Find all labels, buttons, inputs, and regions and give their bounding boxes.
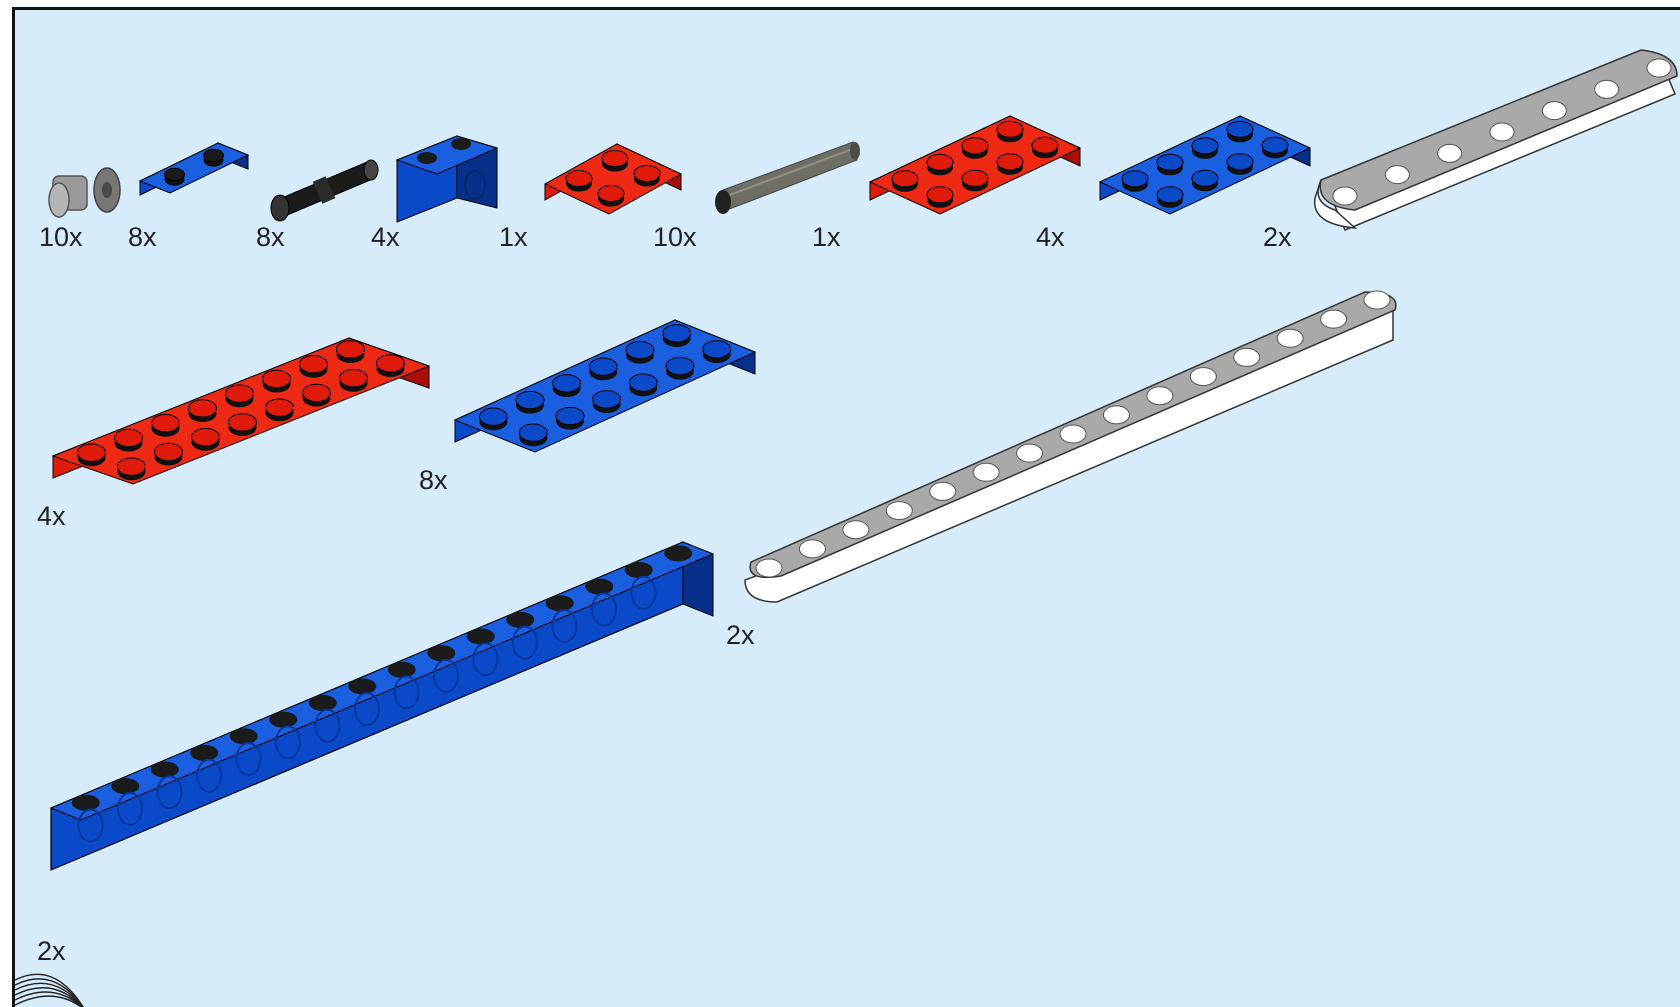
red-plate-2x8-icon bbox=[51, 337, 431, 485]
qty-label: 4x bbox=[1036, 222, 1065, 252]
grey-axle-icon bbox=[715, 141, 860, 214]
blue-technic-brick-1x16-icon bbox=[49, 541, 715, 871]
red-plate-2x4-icon bbox=[868, 115, 1082, 215]
red-plate-2x2-icon bbox=[543, 143, 683, 215]
parts-illustration bbox=[15, 49, 1678, 1007]
qty-label: 10x bbox=[653, 222, 697, 252]
blue-technic-brick-1x2-icon bbox=[395, 135, 499, 223]
blue-plate-2x6-icon bbox=[453, 319, 757, 453]
qty-label: 10x bbox=[39, 222, 83, 252]
qty-label: 2x bbox=[1263, 222, 1292, 252]
white-beam-7-icon bbox=[1314, 49, 1678, 231]
qty-label: 4x bbox=[37, 501, 66, 531]
blue-plate-1x2-icon bbox=[138, 142, 250, 196]
qty-label: 8x bbox=[256, 222, 285, 252]
qty-label: 8x bbox=[419, 465, 448, 495]
white-beam-15-icon bbox=[744, 290, 1397, 603]
grey-bush-icon bbox=[48, 167, 121, 218]
parts-list-panel: 10x 8x 8x 4x 1x 10x 1x 4x 2x 4x 8x 2x 2x bbox=[12, 7, 1680, 1007]
blue-plate-2x4-icon bbox=[1098, 115, 1312, 215]
qty-label: 1x bbox=[499, 222, 528, 252]
qty-label: 2x bbox=[37, 936, 66, 966]
corner-swirl-icon bbox=[15, 973, 84, 1007]
qty-label: 4x bbox=[371, 222, 400, 252]
qty-label: 8x bbox=[128, 222, 157, 252]
black-pin-icon bbox=[270, 159, 379, 222]
qty-label: 1x bbox=[812, 222, 841, 252]
qty-label: 2x bbox=[726, 620, 755, 650]
